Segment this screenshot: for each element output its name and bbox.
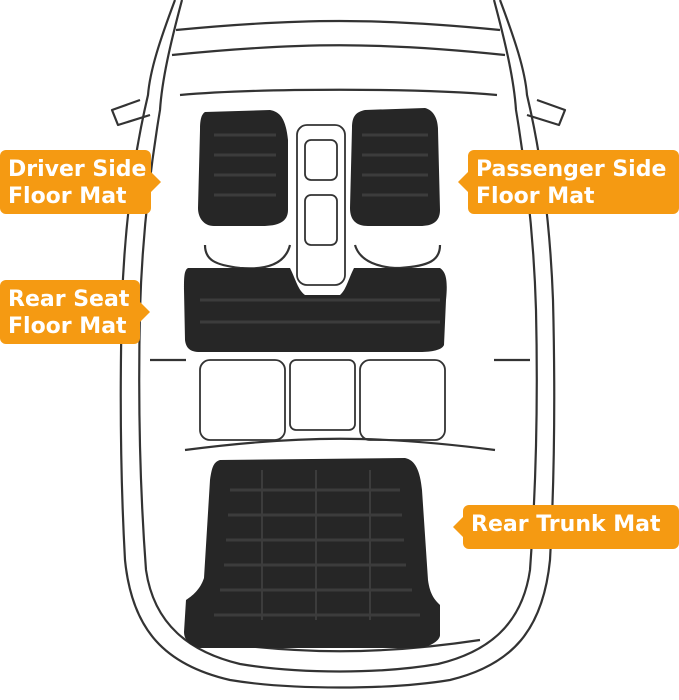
callout-passenger-line-1: Passenger Side (476, 157, 667, 182)
callout-driver-line-1: Driver Side (8, 157, 147, 182)
callout-rear-trunk-mat: Rear Trunk Mat (453, 505, 679, 549)
center-console (199, 124, 446, 441)
rear-trunk-mat (184, 458, 440, 648)
callout-rear-seat-floor-mat: Rear Seat Floor Mat (0, 280, 150, 344)
callout-rear-seat-line-2: Floor Mat (8, 314, 127, 339)
callout-passenger-line-2: Floor Mat (476, 184, 595, 209)
rear-seat-floor-mat (184, 268, 447, 352)
callout-rear-seat-line-1: Rear Seat (8, 287, 130, 312)
callout-driver-line-2: Floor Mat (8, 184, 127, 209)
callout-trunk-line-1: Rear Trunk Mat (471, 512, 661, 537)
callout-passenger-side-floor-mat: Passenger Side Floor Mat (458, 150, 679, 214)
passenger-side-floor-mat (350, 108, 440, 226)
driver-side-floor-mat (198, 110, 288, 226)
callout-driver-side-floor-mat: Driver Side Floor Mat (0, 150, 161, 214)
